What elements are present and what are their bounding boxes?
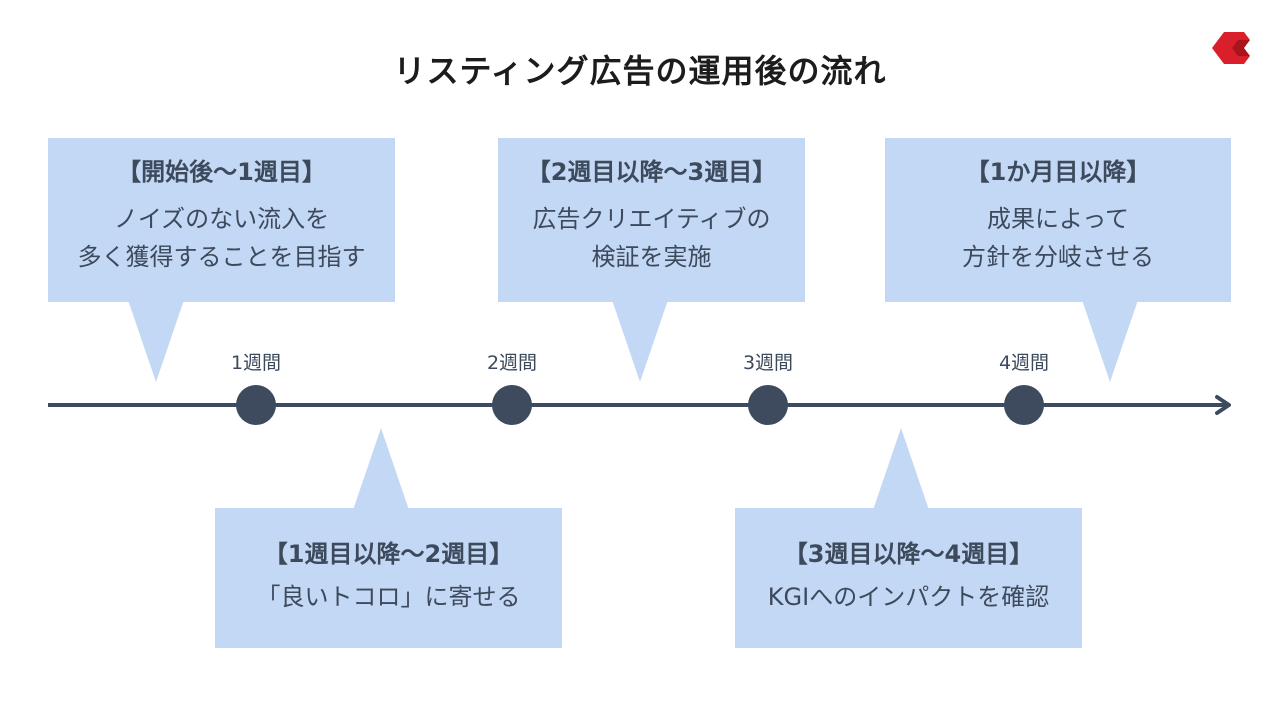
callout-text-line: 「良いトコロ」に寄せる bbox=[256, 583, 521, 611]
week-3-label: 3週間 bbox=[742, 352, 794, 374]
callout-text-line: 多く獲得することを目指す bbox=[77, 243, 366, 271]
callout-heading: 【2週目以降〜3週目】 bbox=[526, 158, 777, 186]
callout-week2-3: 【2週目以降〜3週目】 広告クリエイティブの 検証を実施 bbox=[498, 138, 805, 302]
callout-week3-4-tail bbox=[873, 428, 929, 510]
callout-week1-2-tail bbox=[353, 428, 409, 510]
callout-text-line: KGIへのインパクトを確認 bbox=[767, 583, 1050, 611]
week-4-label: 4週間 bbox=[998, 352, 1050, 374]
page-title: リスティング広告の運用後の流れ bbox=[393, 52, 887, 90]
callout-heading: 【開始後〜1週目】 bbox=[117, 158, 326, 186]
callout-text-line: 成果によって bbox=[986, 205, 1130, 233]
week-3-node bbox=[748, 385, 788, 425]
callout-start-week1: 【開始後〜1週目】 ノイズのない流入を 多く獲得することを目指す bbox=[48, 138, 395, 302]
callout-text-line: ノイズのない流入を bbox=[113, 205, 330, 233]
callout-heading: 【3週目以降〜4週目】 bbox=[783, 540, 1034, 568]
week-1-label: 1週間 bbox=[230, 352, 282, 374]
week-4-node bbox=[1004, 385, 1044, 425]
brand-logo-icon bbox=[1210, 30, 1254, 66]
callout-week3-4: 【3週目以降〜4週目】 KGIへのインパクトを確認 bbox=[735, 508, 1082, 648]
callout-week2-3-tail bbox=[612, 300, 668, 382]
timeline-arrow-icon bbox=[1215, 395, 1231, 415]
week-1-node bbox=[236, 385, 276, 425]
callout-month1-tail bbox=[1082, 300, 1138, 382]
callout-heading: 【1か月目以降】 bbox=[965, 158, 1151, 186]
callout-text-line: 広告クリエイティブの bbox=[532, 205, 771, 233]
callout-heading: 【1週目以降〜2週目】 bbox=[263, 540, 514, 568]
callout-week1-2: 【1週目以降〜2週目】 「良いトコロ」に寄せる bbox=[215, 508, 562, 648]
week-2-label: 2週間 bbox=[486, 352, 538, 374]
callout-start-tail bbox=[128, 300, 184, 382]
week-2-node bbox=[492, 385, 532, 425]
callout-month1: 【1か月目以降】 成果によって 方針を分岐させる bbox=[885, 138, 1231, 302]
callout-text-line: 検証を実施 bbox=[591, 243, 712, 271]
callout-text-line: 方針を分岐させる bbox=[962, 243, 1154, 271]
